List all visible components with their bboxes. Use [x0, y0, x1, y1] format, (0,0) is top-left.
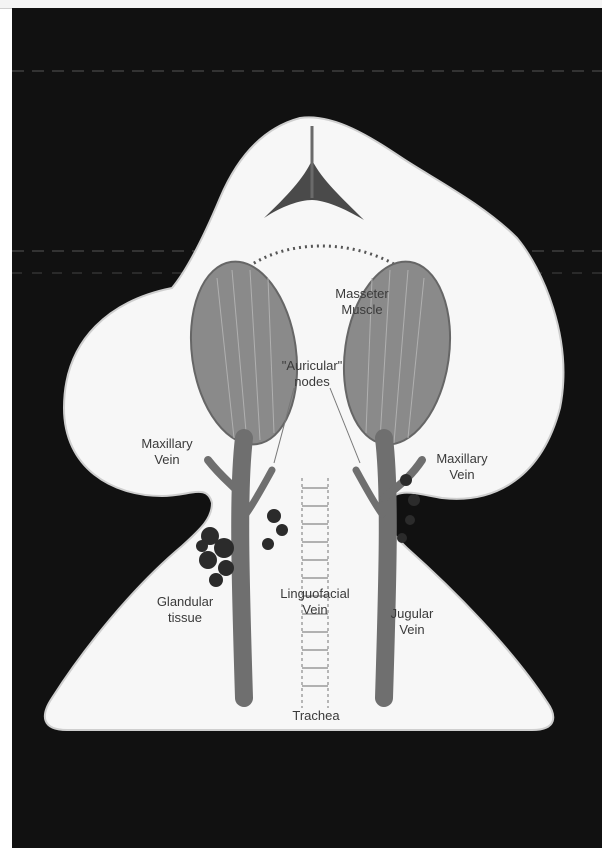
auricular-label-line2: nodes	[294, 374, 330, 389]
maxillary-vein-left-label-line2: Vein	[154, 452, 179, 467]
trachea-label: Trachea	[292, 708, 340, 723]
maxillary-vein-right-label-line2: Vein	[449, 467, 474, 482]
auricular-label-line1: "Auricular"	[282, 358, 343, 373]
jugular-vein-label-line2: Vein	[399, 622, 424, 637]
maxillary-vein-right-label-line1: Maxillary	[436, 451, 488, 466]
maxillary-vein-left-label-line1: Maxillary	[141, 436, 193, 451]
glandular-tissue-label-line2: tissue	[168, 610, 202, 625]
neck-anatomy-diagram: Masseter Muscle "Auricular" nodes Maxill…	[12, 8, 602, 848]
masseter-label-line1: Masseter	[335, 286, 389, 301]
jugular-vein-left	[240, 438, 244, 698]
linguofacial-vein-label-line2: Vein	[302, 602, 327, 617]
linguofacial-vein-label-line1: Linguofacial	[280, 586, 349, 601]
glandular-tissue-label-line1: Glandular	[157, 594, 214, 609]
jugular-vein-right	[384, 438, 388, 698]
neck-anatomy-figure: Masseter Muscle "Auricular" nodes Maxill…	[12, 8, 602, 848]
masseter-label-line2: Muscle	[341, 302, 382, 317]
jugular-vein-label-line1: Jugular	[391, 606, 434, 621]
